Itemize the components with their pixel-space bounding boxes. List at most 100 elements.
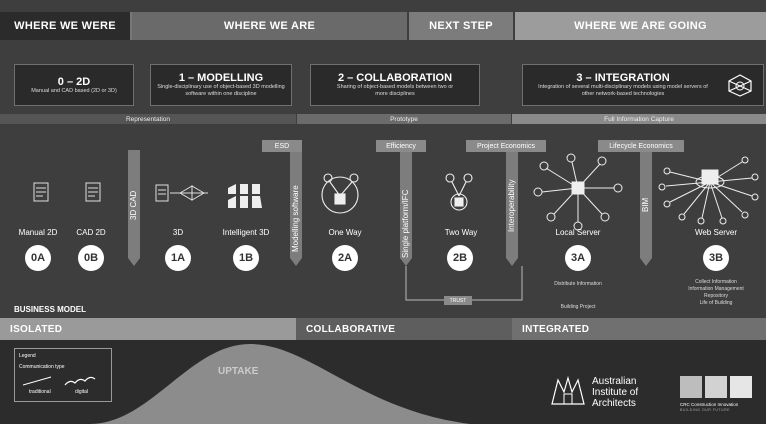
building-blocks-icon <box>228 184 262 208</box>
stage-title: 3 – INTEGRATION <box>576 72 670 84</box>
stage-subtitle: Single-disciplinary use of object-based … <box>157 84 285 97</box>
tag-label: Efficiency <box>386 142 416 150</box>
badge-0b: 0B <box>78 245 104 271</box>
item-label-local-server: Local Server <box>555 228 601 237</box>
3d-model-icon <box>155 184 208 202</box>
item-label-cad-2d: CAD 2D <box>76 228 106 237</box>
phase-integrated: INTEGRATED <box>512 318 766 340</box>
legend-title: Legend <box>19 353 36 359</box>
bar-single-platform <box>400 152 412 266</box>
tag-label: ESD <box>274 142 290 150</box>
stage-title: 0 – 2D <box>57 75 91 88</box>
band-label: Full Information Capture <box>604 115 674 123</box>
vertical-bars <box>128 150 652 301</box>
item-label-one-way: One Way <box>328 228 362 237</box>
note-building-project: Building Project <box>560 304 596 310</box>
header-where-we-were: WHERE WE WERE <box>0 12 132 40</box>
bar-3d-cad <box>128 150 140 266</box>
stage-1-modelling: 1 – MODELLING Single-disciplinary use of… <box>150 64 292 106</box>
tag-lifecycle-economics: Lifecycle Economics <box>598 140 684 152</box>
crc-tagline: BUILDING OUR FUTURE <box>680 408 730 412</box>
crc-block <box>680 376 702 398</box>
network-globe-icon <box>728 74 752 97</box>
note-information-management: Information Management <box>688 286 744 292</box>
badge-0a: 0A <box>25 245 51 271</box>
local-server-icon <box>533 153 623 231</box>
two-way-network-icon <box>445 173 473 211</box>
note-collect-information: Collect Information <box>695 279 737 285</box>
note-distribute-information: Distribute Information <box>554 281 602 287</box>
stage-title: 1 – MODELLING <box>178 72 264 84</box>
phase-label: COLLABORATIVE <box>306 323 396 335</box>
aia-line: Architects <box>592 398 636 409</box>
uptake-label: UPTAKE <box>218 366 259 377</box>
legend-lines <box>22 376 96 386</box>
stage-subtitle: Integration of several multi-disciplinar… <box>538 84 708 97</box>
bar-modelling-software <box>290 152 302 266</box>
phase-collaborative: COLLABORATIVE <box>296 318 512 340</box>
phase-label: ISOLATED <box>10 323 63 335</box>
band-label: Prototype <box>390 115 418 123</box>
badge-2a: 2A <box>332 245 358 271</box>
crc-block <box>730 376 752 398</box>
bar-interoperability <box>506 152 518 266</box>
tag-esd: ESD <box>262 140 302 152</box>
item-label-intelligent-3d: Intelligent 3D <box>222 228 270 237</box>
band-prototype: Prototype <box>297 114 511 124</box>
illustrations <box>33 153 759 231</box>
band-representation: Representation <box>0 114 296 124</box>
band-label: Representation <box>125 115 171 123</box>
stage-subtitle: Manual and CAD based (2D or 3D) <box>31 87 117 94</box>
header-label: WHERE WE ARE GOING <box>574 20 707 32</box>
stage-0-2d: 0 – 2D Manual and CAD based (2D or 3D) <box>14 64 134 106</box>
item-label-two-way: Two Way <box>444 228 478 237</box>
header-next-step: NEXT STEP <box>409 12 513 40</box>
stage-title: 2 – COLLABORATION <box>337 72 453 84</box>
stage-3-integration: 3 – INTEGRATION Integration of several m… <box>522 64 764 106</box>
business-model-label: BUSINESS MODEL <box>14 305 87 314</box>
phase-label: INTEGRATED <box>522 323 590 335</box>
tag-label: Lifecycle Economics <box>609 142 673 150</box>
header-where-we-are-going: WHERE WE ARE GOING <box>515 12 766 40</box>
aia-line: Australian <box>592 376 637 387</box>
header-label: NEXT STEP <box>429 20 493 32</box>
crc-block <box>705 376 727 398</box>
badge-1a: 1A <box>165 245 191 271</box>
trust-tag: TRUST <box>444 296 472 305</box>
document-icon <box>33 182 49 202</box>
tag-efficiency: Efficiency <box>376 140 426 152</box>
cad-document-icon <box>85 182 101 202</box>
stage-2-collaboration: 2 – COLLABORATION Sharing of object-base… <box>310 64 480 106</box>
tag-project-economics: Project Economics <box>466 140 546 152</box>
item-label-manual-2d: Manual 2D <box>18 228 58 237</box>
crc-text: CRC Construction Innovation <box>680 402 739 407</box>
legend-traditional: traditional <box>29 389 51 395</box>
note-repository: Repository <box>704 293 728 299</box>
phase-isolated: ISOLATED <box>0 318 296 340</box>
band-full-information-capture: Full Information Capture <box>512 114 766 124</box>
legend-box: Legend Communication type traditional di… <box>14 348 112 402</box>
header-where-we-are: WHERE WE ARE <box>132 12 407 40</box>
item-label-3d: 3D <box>172 228 184 237</box>
aia-logo-text: Australian Institute of Architects <box>592 376 638 409</box>
one-way-network-icon <box>321 173 359 214</box>
badge-1b: 1B <box>233 245 259 271</box>
badge-3b: 3B <box>703 245 729 271</box>
uptake-curve <box>90 344 470 424</box>
trust-label: TRUST <box>449 297 467 304</box>
aia-crest-logo <box>551 375 585 405</box>
note-life-of-building: Life of Building <box>699 300 733 306</box>
aia-line: Institute of <box>592 387 639 398</box>
legend-digital: digital <box>75 389 89 395</box>
badge-3a: 3A <box>565 245 591 271</box>
stage-subtitle: Sharing of object-based models between t… <box>336 84 454 97</box>
tag-label: Project Economics <box>477 142 535 150</box>
header-label: WHERE WE WERE <box>14 20 116 32</box>
badge-2b: 2B <box>447 245 473 271</box>
item-label-web-server: Web Server <box>694 228 738 237</box>
crc-logo <box>680 376 752 400</box>
web-server-icon <box>658 156 759 225</box>
bar-bim <box>640 152 652 266</box>
header-label: WHERE WE ARE <box>223 20 316 32</box>
